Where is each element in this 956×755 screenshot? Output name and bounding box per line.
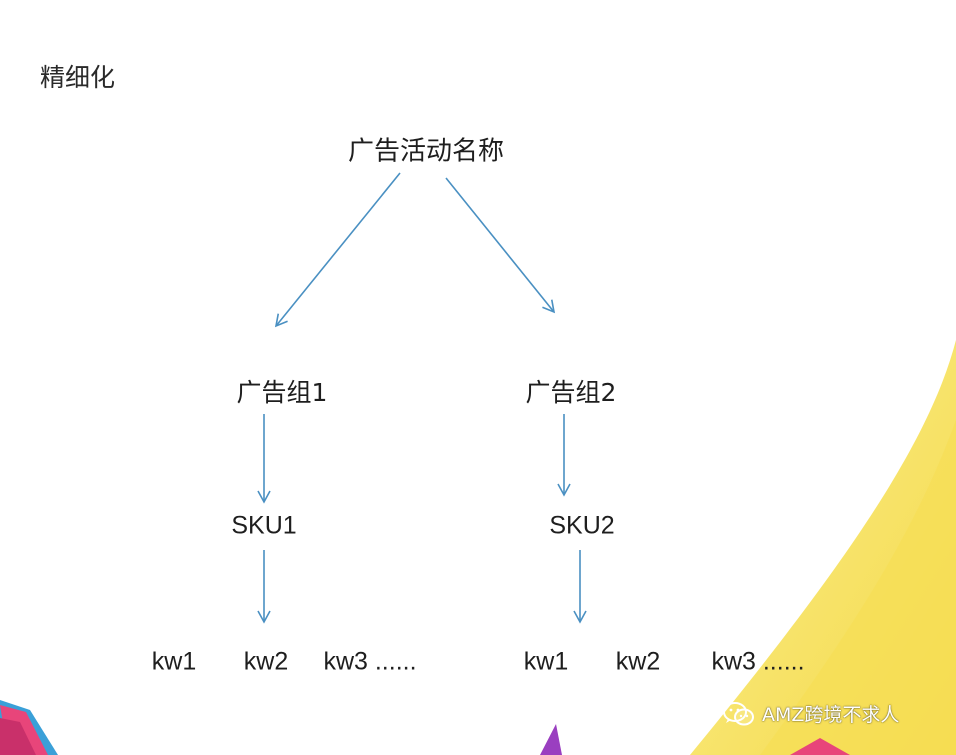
- section-title: 精细化: [40, 63, 116, 92]
- node-ad-group-1: 广告组1: [236, 378, 328, 407]
- node-keyword: kw2: [243, 647, 289, 676]
- kite-bottom-left-inner: [0, 718, 36, 755]
- arrow-root-to-group2: [445, 177, 556, 314]
- watermark-text: AMZ跨境不求人: [762, 704, 900, 726]
- node-sku-1: SKU1: [231, 511, 297, 540]
- node-ad-group-2: 广告组2: [525, 378, 617, 407]
- node-campaign-name: 广告活动名称: [347, 136, 505, 167]
- arrow-root-to-group1: [274, 172, 401, 328]
- kite-bottom-center: [540, 724, 562, 755]
- node-sku-2: SKU2: [549, 511, 615, 540]
- node-keyword: kw3 ......: [323, 647, 417, 676]
- node-keyword: kw1: [151, 647, 197, 676]
- node-keyword: kw3 ......: [711, 647, 805, 676]
- node-keyword: kw1: [523, 647, 569, 676]
- kite-bottom-right: [790, 738, 850, 755]
- wechat-icon: [723, 701, 754, 725]
- node-keyword: kw2: [615, 647, 661, 676]
- watermark: AMZ跨境不求人: [722, 700, 899, 727]
- yellow-swoosh-highlight: [760, 420, 956, 755]
